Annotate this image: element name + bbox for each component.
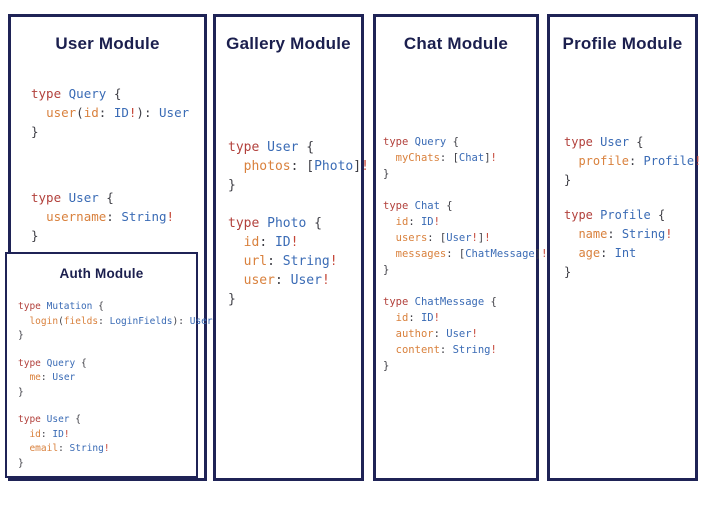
panel-title-auth-module: Auth Module (59, 266, 144, 281)
code-line: } (564, 265, 572, 279)
code-line: user: User! (243, 273, 330, 288)
code-line: } (383, 264, 390, 276)
panel-chat-module: Chat Module type Query { myChats: [Chat]… (373, 14, 548, 481)
code-line: url: String! (243, 254, 338, 269)
code-line: } (31, 124, 39, 139)
code-line: type User { (564, 135, 644, 149)
code-line: } (18, 386, 24, 398)
code-line: type Query { (18, 357, 87, 369)
code-line: type Photo { (228, 216, 322, 231)
code-line: username: String! (46, 209, 175, 224)
panel-title-chat-module: Chat Module (403, 34, 509, 53)
code-line: users: [User!]! (395, 232, 491, 244)
code-line: photos: [Photo]! (243, 159, 369, 174)
code-line: type User { (18, 414, 81, 425)
code-line: type Chat { (383, 200, 453, 212)
code-line: type Query { (31, 86, 122, 101)
code-line: type ChatMessage { (383, 296, 497, 308)
code-line: messages: [ChatMessage]! (395, 248, 548, 260)
code-line: } (18, 330, 24, 341)
panel-user-module: User Module type Query { user(id: ID!): … (5, 14, 213, 481)
code-line: user(id: ID!): User (46, 105, 190, 120)
code-line: id: ID! (395, 312, 440, 324)
code-chat-module: type Query { myChats: [Chat]!}type Chat … (383, 134, 548, 374)
code-line: id: ID! (29, 428, 70, 440)
code-line: } (383, 168, 390, 180)
code-line: type Mutation { (18, 301, 104, 312)
panel-title-gallery-module: Gallery Module (226, 34, 351, 53)
code-block: type Profile { name: String! age: Int} (564, 206, 695, 282)
code-line: age: Int (578, 246, 637, 260)
code-block: type User { id: ID! email: String!} (18, 413, 196, 471)
panel-gallery-module: Gallery Module type User { photos: [Phot… (213, 14, 369, 481)
code-line: id: ID! (243, 235, 299, 250)
panel-title-profile-module: Profile Module (562, 34, 683, 53)
code-line: id: ID! (395, 216, 440, 228)
panel-title-user-module: User Module (55, 34, 160, 53)
code-user-module: type Query { user(id: ID!): User}type Us… (31, 84, 204, 245)
code-line: type Profile { (564, 208, 666, 222)
code-block: type Query { user(id: ID!): User} (31, 84, 204, 141)
code-line: author: User! (395, 328, 478, 340)
code-line: type User { (31, 190, 114, 205)
code-block: type Mutation { login(fields: LoginField… (18, 300, 213, 344)
code-line: } (31, 228, 39, 243)
code-auth-module: type Mutation { login(fields: LoginField… (18, 300, 213, 471)
code-line: type User { (228, 140, 315, 155)
code-line: name: String! (578, 227, 673, 241)
code-block: type User { photos: [Photo]!} (228, 138, 369, 195)
code-line: } (228, 178, 236, 193)
code-line: } (383, 360, 390, 372)
code-block: type User { username: String!} (31, 188, 204, 245)
code-line: content: String! (395, 344, 497, 356)
code-block: type Query { me: User} (18, 357, 196, 401)
code-line: profile: Profile! (578, 154, 702, 168)
panel-auth-module: Auth Module type Mutation { login(fields… (5, 252, 213, 478)
code-gallery-module: type User { photos: [Photo]!}type Photo … (228, 138, 369, 309)
code-line: } (18, 457, 24, 469)
code-line: me: User (29, 372, 76, 383)
panel-profile-module: Profile Module type User { profile: Prof… (547, 14, 702, 481)
code-line: } (564, 173, 572, 187)
code-line: myChats: [Chat]! (395, 152, 497, 164)
code-block: type Chat { id: ID! users: [User!]! mess… (383, 198, 548, 278)
code-profile-module: type User { profile: Profile!}type Profi… (564, 133, 702, 282)
code-line: type Query { (383, 136, 459, 148)
code-block: type Query { myChats: [Chat]!} (383, 134, 536, 182)
code-line: email: String! (29, 443, 110, 454)
code-line: login(fields: LoginFields): User (29, 315, 213, 327)
code-line: } (228, 292, 236, 307)
code-block: type ChatMessage { id: ID! author: User!… (383, 294, 536, 374)
code-block: type User { profile: Profile!} (564, 133, 702, 190)
code-block: type Photo { id: ID! url: String! user: … (228, 214, 361, 309)
